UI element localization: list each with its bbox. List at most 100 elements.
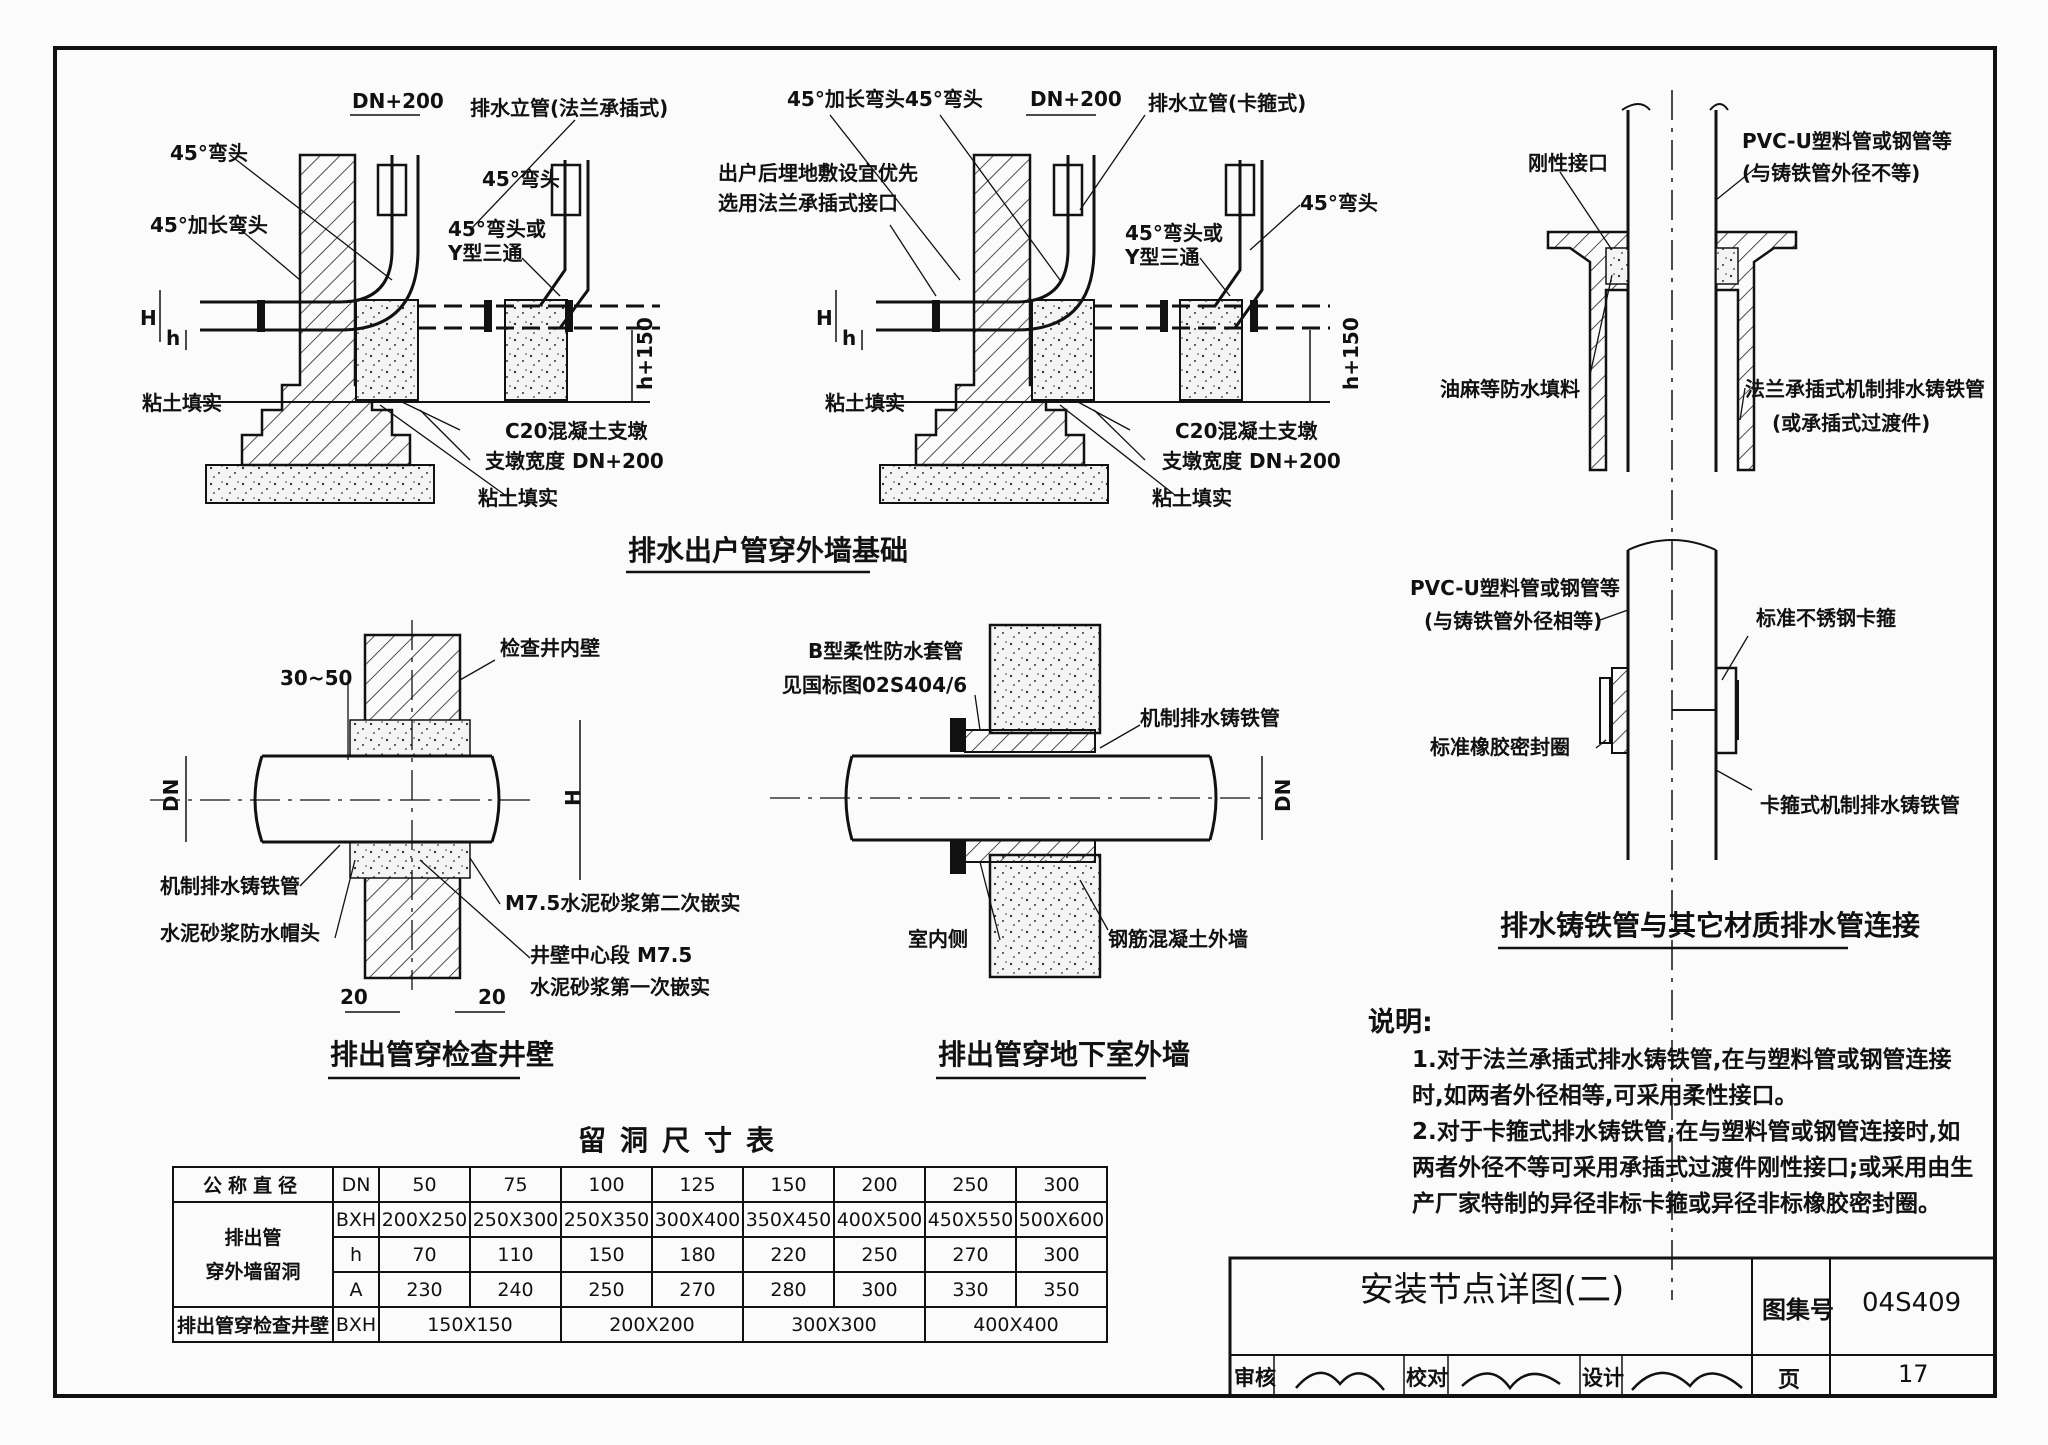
label-dn-d: DN bbox=[1271, 779, 1295, 812]
note-1: 1.对于法兰承插式排水铸铁管,在与塑料管或钢管连接时,如两者外径相等,可采用柔性… bbox=[1412, 1047, 1952, 1109]
label-sleeve-b: B型柔性防水套管 bbox=[808, 639, 963, 663]
label-rubber-ring: 标准橡胶密封圈 bbox=[1430, 735, 1570, 759]
label-pvc-top1: PVC-U塑料管或钢管等 bbox=[1742, 129, 1952, 153]
h-cell: 300 bbox=[1015, 1236, 1108, 1273]
a-cell: 240 bbox=[469, 1271, 562, 1308]
label-pier-width-b: 支墩宽度 DN+200 bbox=[1162, 449, 1341, 473]
bxh-cell: 500X600 bbox=[1015, 1201, 1108, 1238]
label-rigid-joint: 刚性接口 bbox=[1528, 151, 1608, 175]
label-riser-clamp: 排水立管(卡箍式) bbox=[1148, 91, 1306, 115]
title-connection: 排水铸铁管与其它材质排水管连接 bbox=[1500, 909, 1920, 942]
label-cast-pipe-c: 机制排水铸铁管 bbox=[160, 874, 300, 898]
label-rc-wall: 钢筋混凝土外墙 bbox=[1108, 927, 1248, 951]
a-cell: 300 bbox=[833, 1271, 926, 1308]
dn-cell: 125 bbox=[651, 1166, 744, 1203]
connection-detail-top bbox=[1546, 90, 1798, 1300]
label-dn200-b: DN+200 bbox=[1030, 87, 1122, 111]
label-dn200-a: DN+200 bbox=[352, 89, 444, 113]
table-row: h 70 110 150 180 220 250 270 300 bbox=[173, 1236, 1108, 1273]
label-pier-width-a: 支墩宽度 DN+200 bbox=[485, 449, 664, 473]
dn-cell: 300 bbox=[1015, 1166, 1108, 1203]
hdr-dn: DN bbox=[332, 1166, 380, 1203]
label-h150-b: h+150 bbox=[1339, 317, 1363, 390]
a-cell: 250 bbox=[560, 1271, 653, 1308]
label-clamp-pipe: 卡箍式机制排水铸铁管 bbox=[1760, 793, 1960, 817]
label-hsmall-a: h bbox=[166, 326, 180, 350]
label-pvc-bot2: (与铸铁管外径相等) bbox=[1424, 609, 1602, 633]
label-dim20-a: 20 bbox=[340, 985, 368, 1009]
label-ext-elbow45-b: 45°加长弯头 bbox=[787, 87, 905, 111]
well-label: 排出管穿检查井壁 bbox=[172, 1306, 334, 1343]
inspection-well-detail bbox=[150, 620, 581, 1013]
label-c20-a: C20混凝土支墩 bbox=[505, 419, 649, 443]
h-cell: 110 bbox=[469, 1236, 562, 1273]
label-elbow45-d: 45°弯头 bbox=[1300, 191, 1378, 215]
label-h-b: H bbox=[816, 306, 833, 330]
label-indoor-side: 室内侧 bbox=[908, 927, 968, 951]
bxh-cell: 450X550 bbox=[924, 1201, 1017, 1238]
page-label: 页 bbox=[1778, 1368, 1801, 1393]
label-cast-pipe-d: 机制排水铸铁管 bbox=[1140, 706, 1280, 730]
table-row: A 230 240 250 270 280 300 330 350 bbox=[173, 1271, 1108, 1308]
a-cell: 350 bbox=[1015, 1271, 1108, 1308]
group-label: 排出管 穿外墙留洞 bbox=[172, 1201, 334, 1308]
label-pvc-top2: (与铸铁管外径不等) bbox=[1742, 161, 1920, 185]
foundation-detail-a bbox=[159, 114, 660, 504]
h-cell: 220 bbox=[742, 1236, 835, 1273]
label-h150-a: h+150 bbox=[633, 317, 657, 390]
label-outdoor-note2: 选用法兰承插式接口 bbox=[718, 191, 898, 215]
dn-cell: 200 bbox=[833, 1166, 926, 1203]
h-cell: 180 bbox=[651, 1236, 744, 1273]
label-riser-flange: 排水立管(法兰承插式) bbox=[470, 96, 668, 120]
label-dn-c: DN bbox=[159, 779, 183, 812]
label-dim-30-50: 30~50 bbox=[280, 666, 352, 690]
bxh-cell: 400X500 bbox=[833, 1201, 926, 1238]
label-mortar-cap: 水泥砂浆防水帽头 bbox=[160, 921, 320, 945]
check-label: 校对 bbox=[1406, 1366, 1448, 1390]
bxh-cell: 250X350 bbox=[560, 1201, 653, 1238]
dn-cell: 250 bbox=[924, 1166, 1017, 1203]
label-elbow-or-y-a1: 45°弯头或 bbox=[448, 217, 546, 241]
dn-cell: 75 bbox=[469, 1166, 562, 1203]
label-elbow45-a: 45°弯头 bbox=[170, 141, 248, 165]
table-title: 留洞尺寸表 bbox=[578, 1124, 788, 1157]
hdr-name: 公称直径 bbox=[172, 1166, 334, 1203]
label-m75-first1: 井壁中心段 M7.5 bbox=[530, 943, 692, 967]
basement-wall-detail bbox=[770, 623, 1270, 979]
note-2: 2.对于卡箍式排水铸铁管,在与塑料管或钢管连接时,如两者外径不等可采用承插式过渡… bbox=[1412, 1119, 1974, 1217]
label-outdoor-note1: 出户后埋地敷设宜优先 bbox=[718, 161, 918, 185]
dn-cell: 100 bbox=[560, 1166, 653, 1203]
foundation-detail-b bbox=[829, 114, 1330, 504]
table-row: 排出管 穿外墙留洞 BXH 200X250 250X300 250X350 30… bbox=[172, 1201, 1108, 1308]
h-cell: 250 bbox=[833, 1236, 926, 1273]
group-label-line2: 穿外墙留洞 bbox=[205, 1260, 301, 1283]
row-h-label: h bbox=[332, 1236, 380, 1273]
table-row: 排出管穿检查井壁 BXH 150X150 200X200 300X300 400… bbox=[172, 1306, 1108, 1343]
title-foundation: 排水出户管穿外墙基础 bbox=[628, 534, 908, 567]
a-cell: 270 bbox=[651, 1271, 744, 1308]
label-pvc-bot1: PVC-U塑料管或钢管等 bbox=[1410, 576, 1620, 600]
sheet-title: 安装节点详图(二) bbox=[1359, 1270, 1625, 1310]
title-block-frame bbox=[1228, 1256, 1997, 1398]
label-elbow-or-y-a2: Y型三通 bbox=[447, 241, 522, 265]
a-cell: 330 bbox=[924, 1271, 1017, 1308]
label-elbow-or-y-b2: Y型三通 bbox=[1124, 245, 1199, 269]
label-h-a: H bbox=[140, 306, 157, 330]
design-label: 设计 bbox=[1582, 1366, 1624, 1390]
bxh-cell: 350X450 bbox=[742, 1201, 835, 1238]
label-m75-first2: 水泥砂浆第一次嵌实 bbox=[530, 975, 710, 999]
connection-detail-bottom bbox=[1595, 539, 1753, 860]
label-sleeve-ref: 见国标图02S404/6 bbox=[782, 673, 967, 697]
label-clay-b2: 粘土填实 bbox=[1152, 486, 1232, 510]
h-cell: 270 bbox=[924, 1236, 1017, 1273]
atlas-number: 04S409 bbox=[1862, 1288, 1962, 1318]
label-c20-b: C20混凝土支墩 bbox=[1175, 419, 1319, 443]
label-clay-a1: 粘土填实 bbox=[142, 391, 222, 415]
label-elbow45-b: 45°弯头 bbox=[482, 167, 560, 191]
review-label: 审核 bbox=[1234, 1366, 1276, 1390]
label-dim20-b: 20 bbox=[478, 985, 506, 1009]
label-oakum: 油麻等防水填料 bbox=[1440, 377, 1580, 401]
label-std-clamp: 标准不锈钢卡箍 bbox=[1756, 606, 1896, 630]
label-flange-pipe2: (或承插式过渡件) bbox=[1772, 411, 1930, 435]
